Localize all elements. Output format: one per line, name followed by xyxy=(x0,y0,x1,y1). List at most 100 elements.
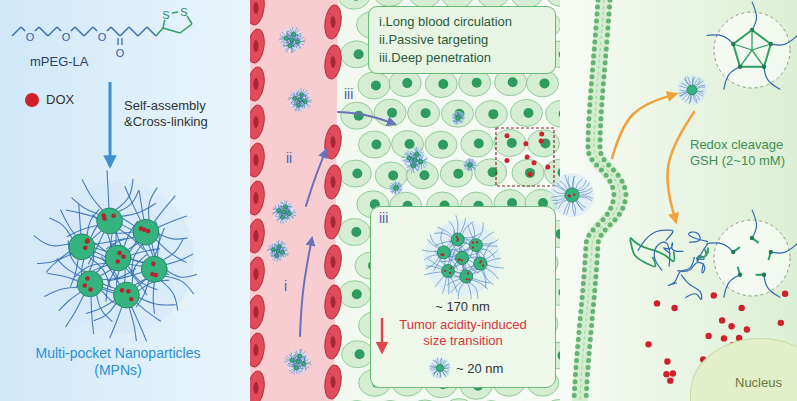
particle-halo xyxy=(429,357,451,379)
peg-chain xyxy=(287,34,292,35)
peg-chain xyxy=(471,159,472,163)
peg-chain xyxy=(280,203,284,206)
peg-chain xyxy=(279,212,280,217)
peg-chain xyxy=(283,46,288,47)
core xyxy=(298,354,302,358)
peg-chain xyxy=(472,224,474,239)
cell-nucleus xyxy=(474,139,484,149)
endothelial-cell xyxy=(323,324,344,360)
dox-dot xyxy=(440,253,442,255)
cell-nucleus xyxy=(525,168,535,178)
bond xyxy=(57,27,61,31)
dox-dot xyxy=(479,262,481,264)
tumor-cell xyxy=(546,100,560,127)
core xyxy=(419,160,423,164)
peg-chain xyxy=(422,164,425,168)
particle-halo xyxy=(463,158,477,172)
peg-chain xyxy=(299,107,301,111)
release-region xyxy=(496,128,554,186)
peg-chain xyxy=(395,182,396,186)
peg-chain xyxy=(286,40,288,46)
peg-chain xyxy=(303,90,307,93)
peg-chain xyxy=(286,201,287,205)
dox-dot xyxy=(465,278,467,280)
peg-chain xyxy=(472,167,475,170)
peg-chain xyxy=(159,234,188,239)
arrow xyxy=(300,238,312,336)
peg-chain xyxy=(460,119,463,122)
peg-chain xyxy=(154,196,175,222)
peg-chain xyxy=(456,120,458,125)
peg-chain xyxy=(437,371,439,377)
peg-chain xyxy=(300,105,304,107)
tumor-cell xyxy=(339,160,371,187)
atom-label: O xyxy=(61,30,71,44)
dox-molecule xyxy=(645,341,651,347)
cell-nucleus xyxy=(438,140,448,150)
peg-chain xyxy=(398,184,402,187)
dox-dot xyxy=(476,241,478,243)
endothelial-cell xyxy=(323,164,344,200)
peg-chain xyxy=(153,282,154,314)
core xyxy=(133,219,159,245)
peg-chain xyxy=(462,222,473,235)
peg-arm xyxy=(707,243,734,252)
peg-arm xyxy=(771,243,797,253)
peg-chain xyxy=(460,117,464,119)
peg-chain xyxy=(408,167,412,171)
peg-chain xyxy=(110,307,122,338)
peg-chain xyxy=(460,119,464,120)
endothelial-cell xyxy=(250,28,266,64)
cell-nucleus xyxy=(351,0,361,1)
peg-chain xyxy=(415,164,421,165)
peg-chain xyxy=(125,186,141,220)
arrow xyxy=(612,94,676,158)
disulfide-link xyxy=(740,66,764,68)
micelle xyxy=(429,357,451,379)
peg-chain xyxy=(472,165,476,167)
peg-chain xyxy=(460,218,466,233)
cell-nucleus xyxy=(388,171,398,181)
peg-chain xyxy=(439,372,441,378)
multi-pocket-nanoparticle xyxy=(34,170,197,341)
peg-chain xyxy=(398,188,402,190)
peg-chain xyxy=(440,358,441,364)
endothelial-nucleus xyxy=(254,40,259,52)
dox-molecule xyxy=(539,132,544,137)
micelle xyxy=(463,158,477,172)
peg-chain xyxy=(132,244,142,275)
peg-chain xyxy=(409,153,414,154)
dox-molecule xyxy=(719,317,725,323)
middle-panel xyxy=(250,0,560,401)
peg-chain xyxy=(278,240,280,245)
micelle xyxy=(550,173,594,217)
peg-chain xyxy=(442,371,446,377)
peg-chain xyxy=(34,236,69,246)
dox-molecule xyxy=(523,141,528,146)
peg-chain xyxy=(468,159,469,163)
endothelial-cell xyxy=(250,294,266,330)
node-text: ~ 20 nm xyxy=(456,361,503,377)
cleaved-polymer xyxy=(689,232,708,242)
peg-chain xyxy=(417,148,418,153)
peg-chain xyxy=(568,176,571,188)
cell-nucleus xyxy=(555,229,560,239)
core xyxy=(298,98,302,102)
peg-chain xyxy=(37,251,70,263)
nanoparticle xyxy=(279,27,306,53)
dox-molecule xyxy=(744,326,750,332)
scene xyxy=(12,0,797,401)
peg-chain xyxy=(579,188,593,193)
peg-chain xyxy=(302,357,307,358)
bond xyxy=(147,27,156,36)
peg-chain xyxy=(287,205,291,206)
core xyxy=(456,252,469,265)
peg-chain xyxy=(279,39,284,40)
core xyxy=(413,158,417,162)
nanoparticle xyxy=(272,200,296,223)
peg-chain xyxy=(440,358,442,364)
tumor-cell xyxy=(510,99,542,126)
peg-chain xyxy=(573,202,575,214)
peg-chain xyxy=(91,297,94,334)
cell-nucleus xyxy=(371,140,381,150)
